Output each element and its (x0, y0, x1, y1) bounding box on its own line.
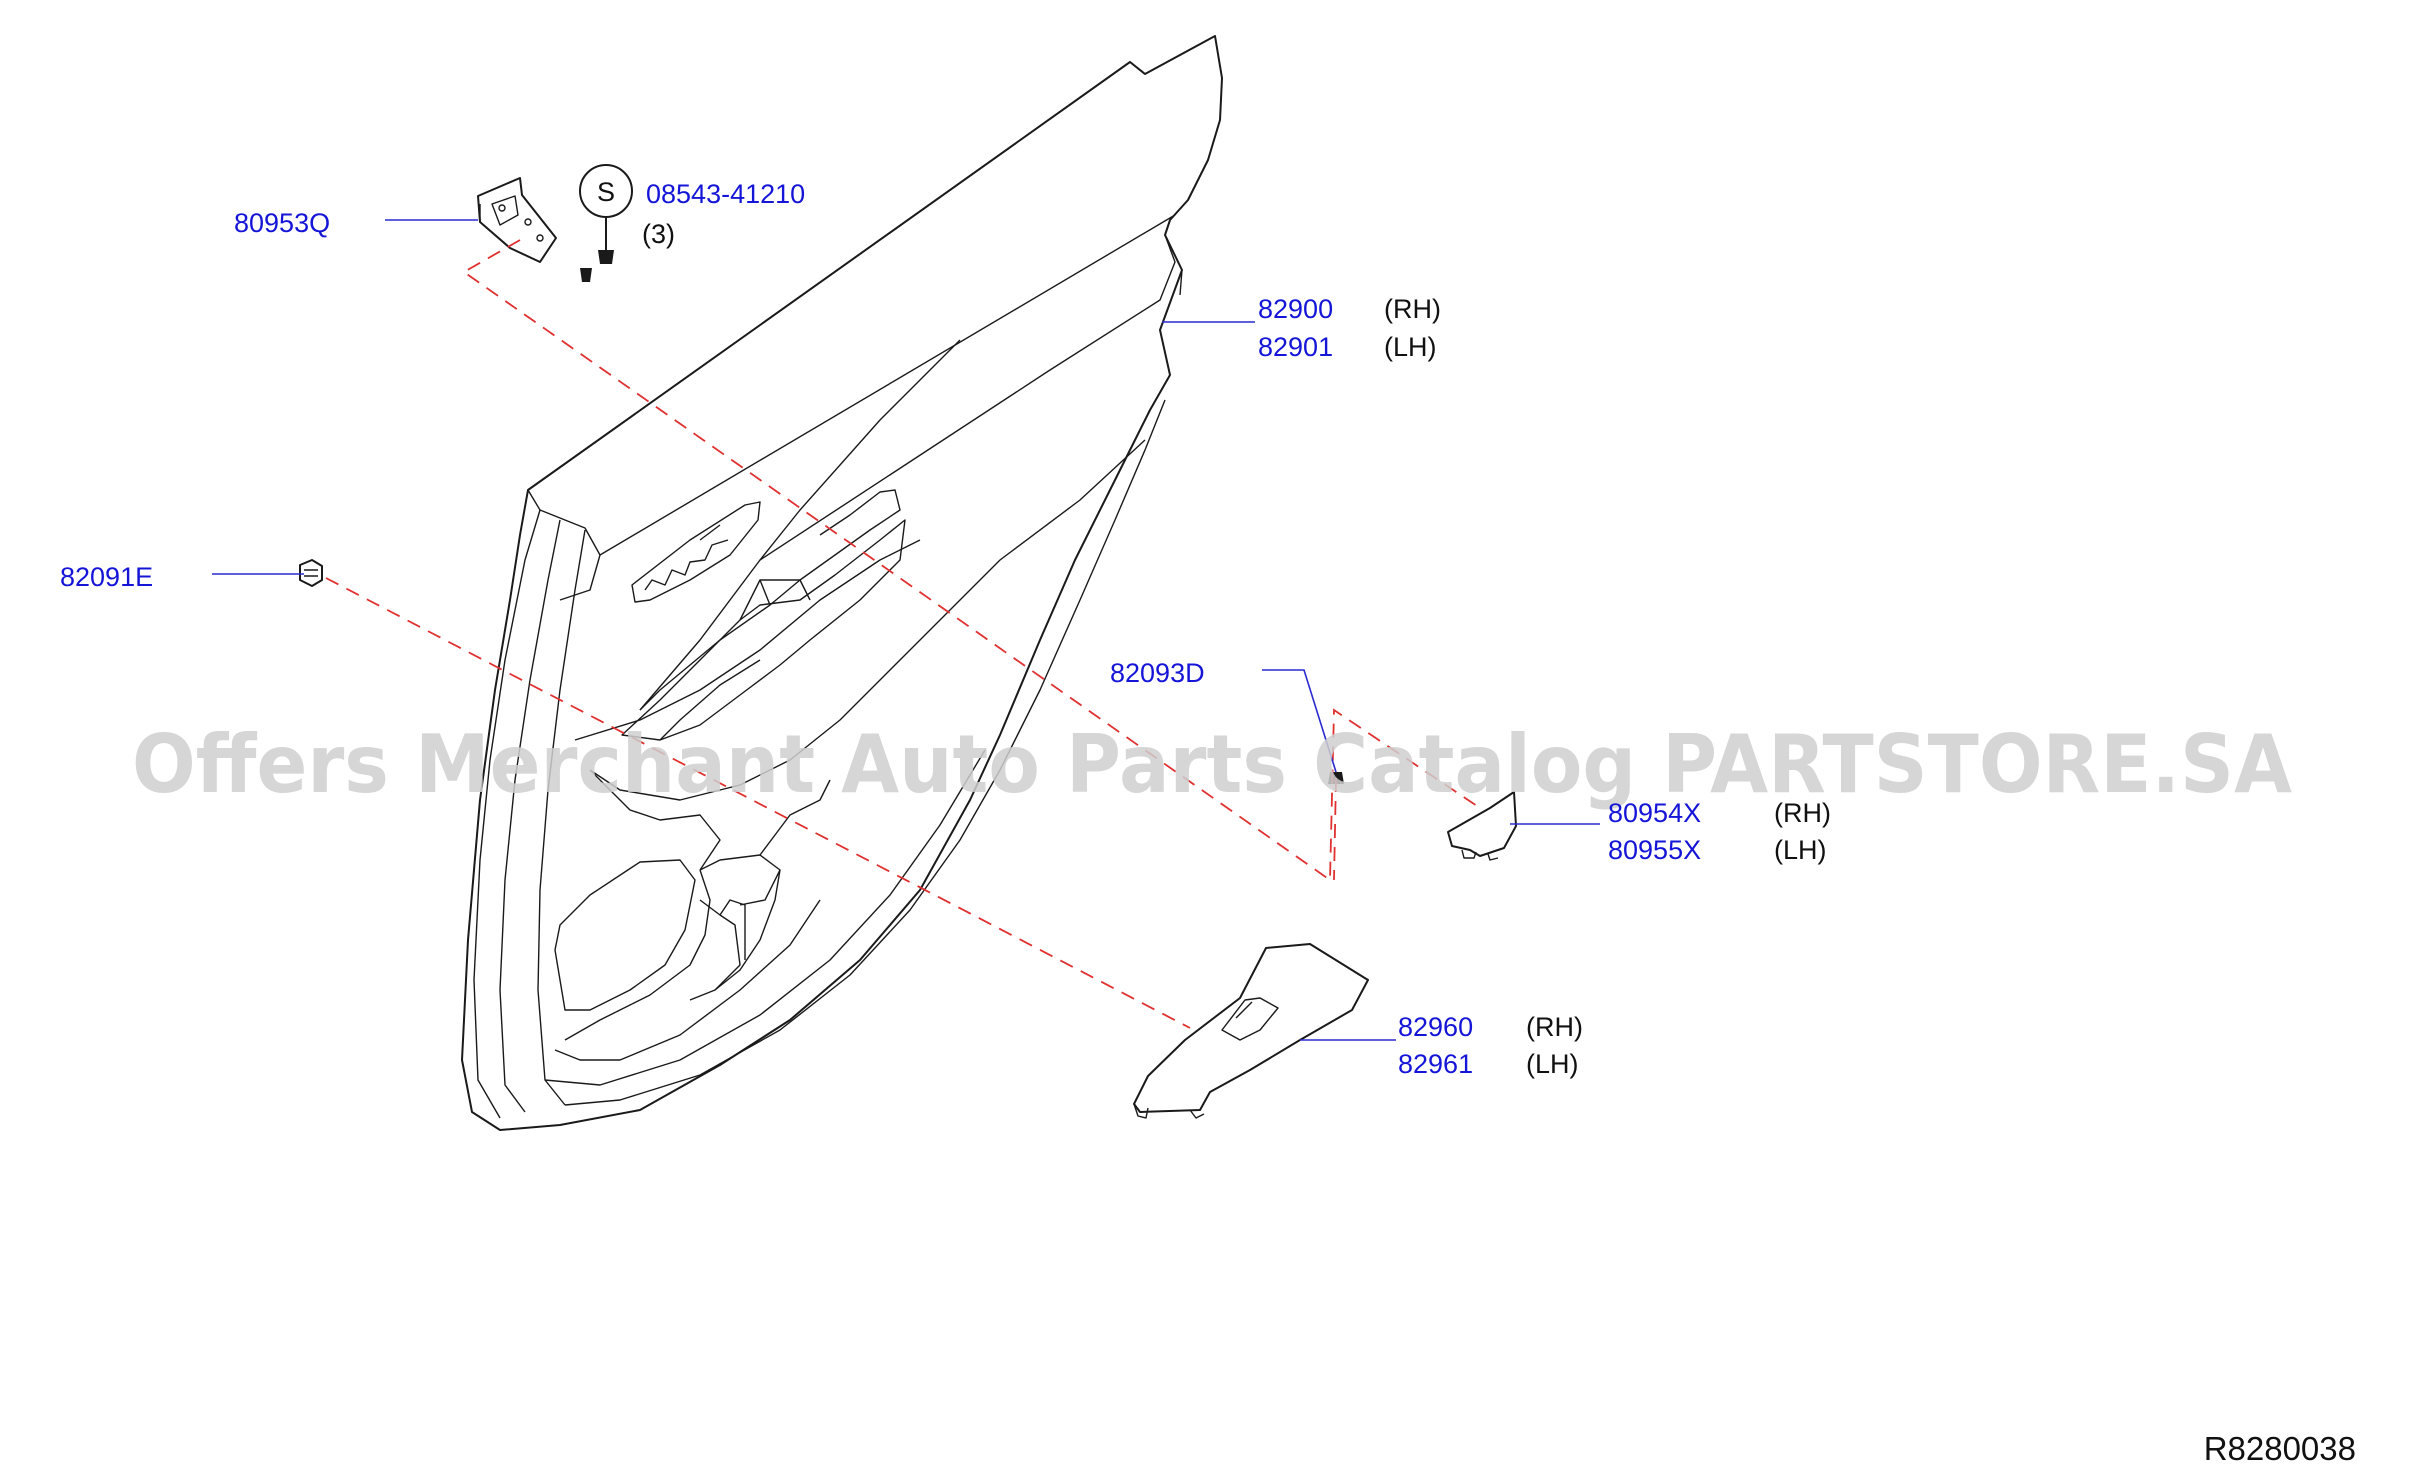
finisher-cover-part (1447, 791, 1517, 861)
label-80954x-side: (RH) (1774, 798, 1831, 828)
screw-part: S (579, 164, 633, 282)
label-80955x-side: (LH) (1774, 835, 1827, 865)
standard-part-symbol-letter: S (597, 177, 615, 207)
label-80953q[interactable]: 80953Q (234, 208, 330, 238)
label-82961-side: (LH) (1526, 1049, 1579, 1079)
label-82091e[interactable]: 82091E (60, 562, 153, 592)
switch-finisher-part (1133, 943, 1369, 1119)
label-screw-qty: (3) (642, 219, 675, 249)
installation-guides (325, 239, 1481, 1029)
bracket-part (477, 177, 557, 263)
leader-lines (212, 219, 1600, 1041)
label-82900-side: (RH) (1384, 294, 1441, 324)
label-80954x[interactable]: 80954X (1608, 798, 1701, 828)
label-80955x[interactable]: 80955X (1608, 835, 1701, 865)
label-08543-41210[interactable]: 08543-41210 (646, 179, 805, 209)
label-82901[interactable]: 82901 (1258, 332, 1333, 362)
watermark: Offers Merchant Auto Parts Catalog PARTS… (132, 718, 2292, 811)
clip-part-82091e (299, 559, 323, 587)
label-82960-side: (RH) (1526, 1012, 1583, 1042)
label-82901-side: (LH) (1384, 332, 1437, 362)
label-82900[interactable]: 82900 (1258, 294, 1333, 324)
label-82093d[interactable]: 82093D (1110, 658, 1205, 688)
label-82961[interactable]: 82961 (1398, 1049, 1473, 1079)
diagram-reference-code: R8280038 (2204, 1430, 2356, 1467)
door-trim-panel (461, 35, 1223, 1131)
label-82960[interactable]: 82960 (1398, 1012, 1473, 1042)
